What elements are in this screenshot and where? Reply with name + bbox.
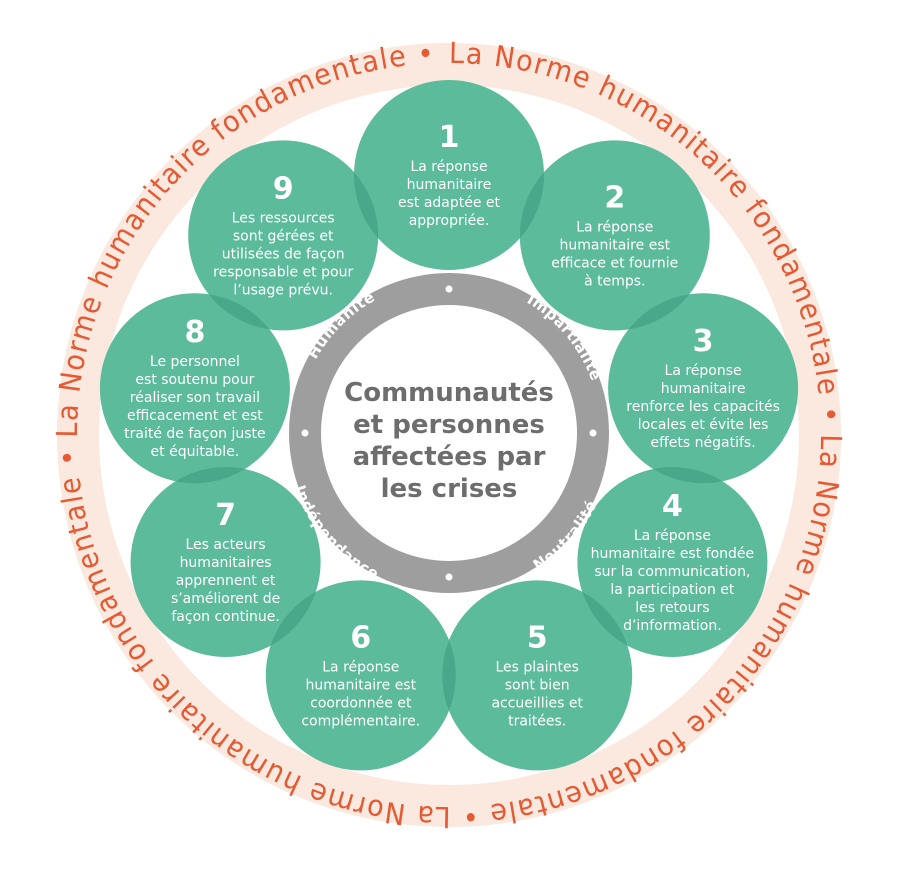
commitment-5-text-line: Les plaintes <box>495 659 578 675</box>
petal-overlap-5 <box>442 640 456 711</box>
commitment-4-text-line: sur la communication, <box>594 564 750 580</box>
commitment-1-text-line: appropriée. <box>409 213 490 229</box>
commitment-6-circle <box>265 580 456 771</box>
center-line-1: Communautés <box>344 378 554 408</box>
commitment-7-text-line: humanitaires <box>180 555 272 571</box>
petal-overlap-3 <box>653 467 723 484</box>
commitment-4-text-line: les retours <box>635 600 709 616</box>
commitment-3-text-line: effets négatifs. <box>651 435 756 451</box>
commitment-5-text-line: accueillies et <box>491 695 583 711</box>
petal-overlap-7 <box>175 467 245 484</box>
commitment-8-circle <box>99 293 290 484</box>
commitment-2-text-line: à temps. <box>584 273 645 289</box>
commitment-8-text-line: Le personnel <box>150 354 240 370</box>
commitment-1-circle <box>354 80 544 270</box>
commitment-3-text-line: humanitaire <box>661 381 746 397</box>
commitment-7-number: 7 <box>215 498 236 533</box>
commitment-8-number: 8 <box>184 315 205 350</box>
center-line-3: affectées par <box>353 442 546 472</box>
commitment-9-circle <box>188 140 379 331</box>
commitment-6-text-line: complémentaire. <box>301 713 420 729</box>
commitment-4-number: 4 <box>662 489 683 524</box>
petal-overlap-8 <box>208 294 270 330</box>
petal-overlap-4 <box>582 591 628 646</box>
commitment-8-text-line: traité de façon juste <box>124 426 265 442</box>
center-line-2: et personnes <box>353 410 545 440</box>
commitment-5-text-line: sont bien <box>505 677 570 693</box>
principle-separator-dot <box>589 429 597 437</box>
petal-overlaps <box>175 172 723 711</box>
commitment-4-text-line: la participation et <box>610 582 734 598</box>
commitment-6-text-line: coordonnée et <box>310 695 412 711</box>
commitment-3-number: 3 <box>693 324 714 359</box>
commitment-7-text-line: apprennent et <box>176 573 276 589</box>
principle-separator-dot <box>301 429 309 437</box>
commitment-1-text-line: est adaptée et <box>398 195 501 211</box>
principle-separator-dot <box>445 573 453 581</box>
commitment-3-text-line: renforce les capacités <box>626 399 780 415</box>
commitment-4-text-line: La réponse <box>634 528 711 544</box>
commitment-2-circle <box>519 140 710 331</box>
commitment-3-text-line: locales et évite les <box>638 417 769 433</box>
commitment-9-text-line: responsable et pour <box>213 264 353 280</box>
commitment-3-text-line: La réponse <box>665 363 742 379</box>
commitment-1-text-line: humanitaire <box>407 177 492 193</box>
commitment-6-text-line: humanitaire est <box>306 677 417 693</box>
petal-overlap-2 <box>628 294 690 330</box>
commitment-9-text-line: sont gérées et <box>233 228 334 244</box>
commitment-5-text-line: traitées. <box>508 713 566 729</box>
commitment-8-text-line: est soutenu pour <box>135 372 254 388</box>
commitment-2-number: 2 <box>604 180 625 215</box>
commitment-3-circle <box>608 293 799 484</box>
commitment-9-number: 9 <box>273 171 294 206</box>
commitment-7-circle <box>130 467 321 657</box>
commitment-2-text-line: humanitaire est <box>560 237 671 253</box>
petal-overlap-9 <box>353 172 379 239</box>
commitment-7-text-line: façon continue. <box>171 609 279 625</box>
commitment-2-text-line: La réponse <box>576 219 653 235</box>
principle-separator-dot <box>445 285 453 293</box>
commitment-8-text-line: efficacement et est <box>127 408 263 424</box>
commitment-7-text-line: Les acteurs <box>185 537 265 553</box>
commitment-petals <box>99 80 799 771</box>
commitment-9-text-line: utilisées de façon <box>222 246 345 262</box>
principle-separators <box>301 285 597 581</box>
commitment-6-number: 6 <box>350 620 371 655</box>
petal-overlap-1 <box>519 172 545 239</box>
commitment-8-text-line: et équitable. <box>151 444 240 460</box>
commitment-5-circle <box>442 580 633 771</box>
commitment-8-text-line: réaliser son travail <box>130 390 260 406</box>
center-title: Communautés et personnes affectées par l… <box>344 378 554 504</box>
commitment-1-number: 1 <box>439 120 460 155</box>
commitment-9-text-line: Les ressources <box>232 210 335 226</box>
center-line-4: les crises <box>381 474 518 504</box>
commitment-1-text-line: La réponse <box>410 159 487 175</box>
commitment-4-text-line: humanitaire est fondée <box>591 546 755 562</box>
commitment-7-text-line: s’améliorent de <box>171 591 280 607</box>
commitment-2-text-line: efficace et fournie <box>551 255 678 271</box>
commitment-5-number: 5 <box>527 620 548 655</box>
petal-overlap-6 <box>270 591 316 646</box>
commitment-4-text-line: d’information. <box>623 618 722 634</box>
center-disc <box>321 305 577 561</box>
commitment-6-text-line: La réponse <box>322 659 399 675</box>
commitment-4-circle <box>577 467 768 657</box>
commitment-labels: 1 La réponse humanitaire est adaptée et appr… <box>124 120 780 729</box>
commitment-9-text-line: l’usage prévu. <box>233 282 333 298</box>
